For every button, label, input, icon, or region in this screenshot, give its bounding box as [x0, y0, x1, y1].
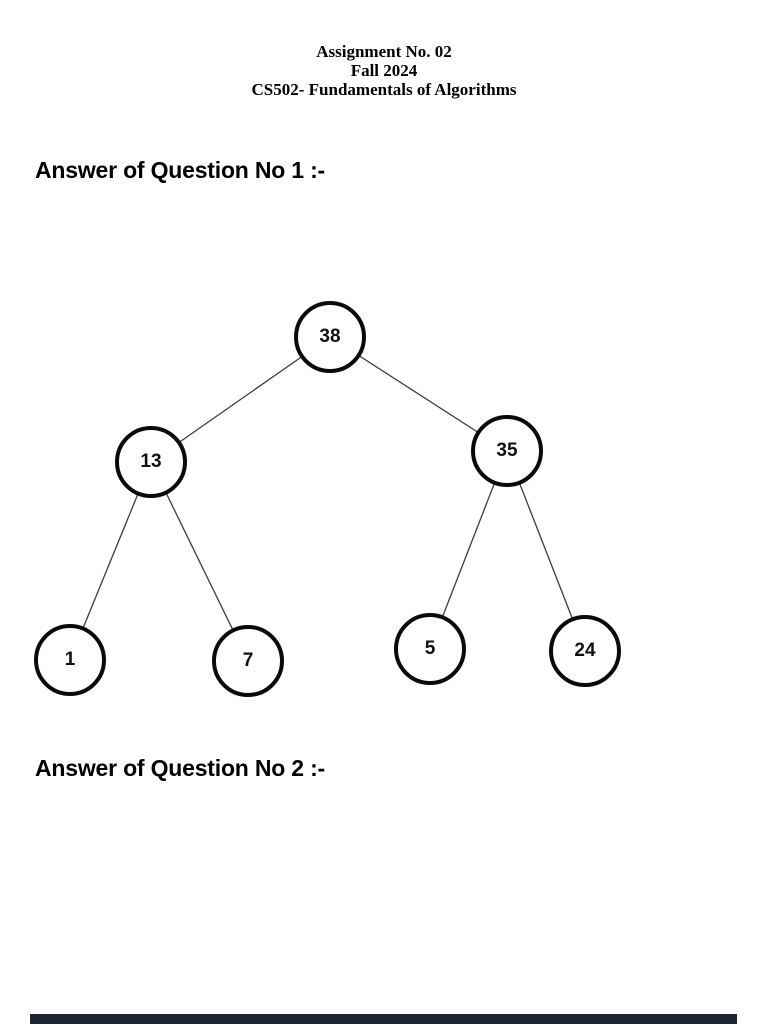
question2-heading: Answer of Question No 2 :- [35, 755, 325, 781]
tree-node-value: 7 [242, 650, 254, 671]
tree-node-value: 5 [424, 638, 436, 659]
tree-node: 35 [471, 415, 543, 487]
document-header: Assignment No. 02 Fall 2024 CS502- Funda… [0, 42, 768, 99]
question1-heading: Answer of Question No 1 :- [35, 157, 325, 183]
tree-node: 5 [394, 613, 466, 685]
tree-node: 1 [34, 624, 106, 696]
tree-node-value: 24 [574, 640, 596, 661]
tree-node-value: 38 [319, 326, 341, 347]
tree-node: 24 [549, 615, 621, 687]
semester-label: Fall 2024 [350, 61, 418, 80]
assignment-title: Assignment No. 02 [316, 42, 452, 61]
tree-node-value: 35 [496, 440, 518, 461]
tree-node-value: 1 [64, 649, 76, 670]
tree-node: 7 [212, 625, 284, 697]
bottom-page-bar [30, 1014, 737, 1024]
course-title: CS502- Fundamentals of Algorithms [251, 80, 517, 99]
tree-node: 13 [115, 426, 187, 498]
tree-node-root: 38 [294, 301, 366, 373]
tree-node-value: 13 [140, 451, 162, 472]
